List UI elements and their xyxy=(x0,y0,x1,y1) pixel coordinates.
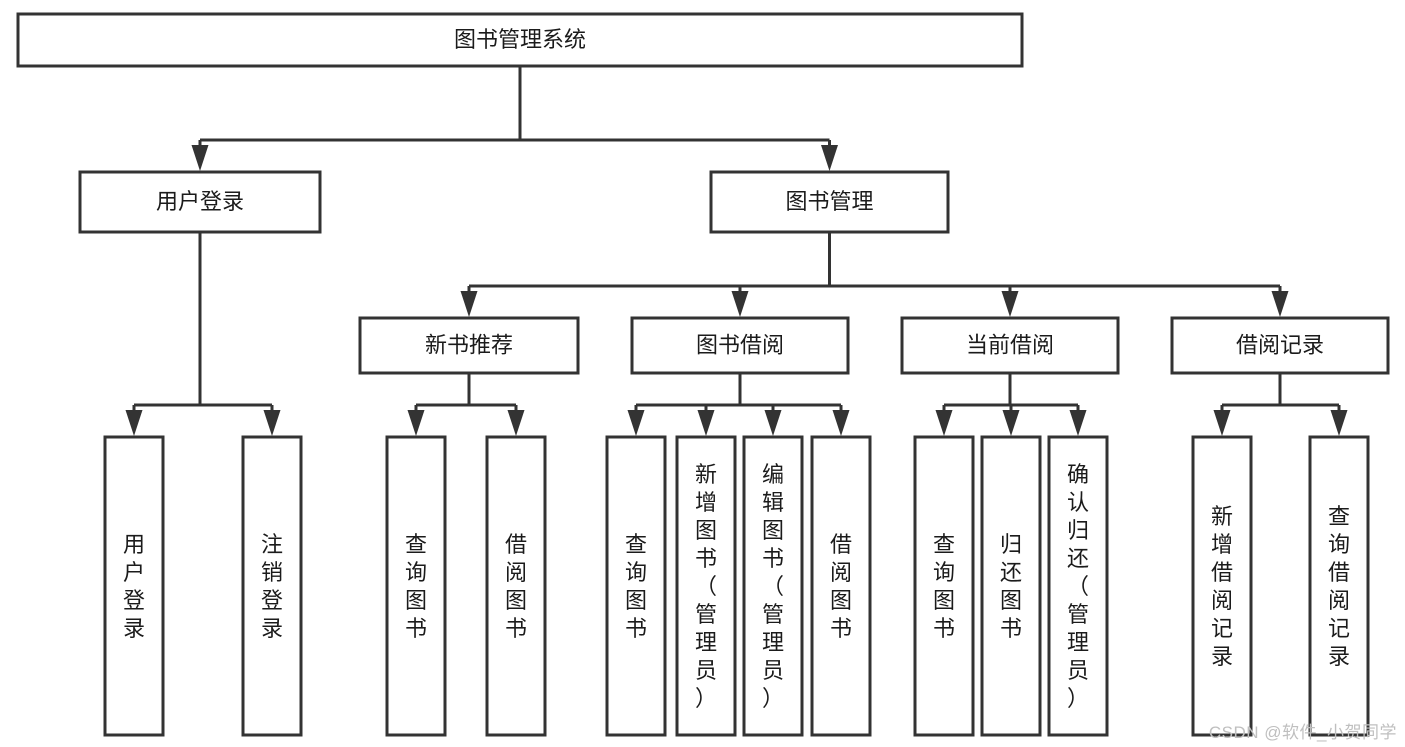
node-label: 借阅图书 xyxy=(830,532,852,641)
node-box[interactable] xyxy=(241,435,303,737)
arrow-head xyxy=(407,410,425,436)
node-label: 归还图书 xyxy=(1000,532,1022,641)
node-box[interactable] xyxy=(358,316,580,375)
node-box[interactable] xyxy=(675,435,737,737)
node-leaf-query-record[interactable]: 查询借阅记录 xyxy=(1308,435,1370,737)
node-leaf-query-book-1[interactable]: 查询图书 xyxy=(385,435,447,737)
node-box[interactable] xyxy=(630,316,850,375)
node-label: 图书管理系统 xyxy=(454,27,586,52)
node-leaf-confirm-return[interactable]: 确认归还（管理员） xyxy=(1047,435,1109,737)
arrow-head xyxy=(731,291,749,317)
node-leaf-user-logout[interactable]: 注销登录 xyxy=(241,435,303,737)
arrow-head xyxy=(697,410,715,436)
arrow-head xyxy=(935,410,953,436)
node-label: 用户登录 xyxy=(123,532,145,641)
node-leaf-query-book-3[interactable]: 查询图书 xyxy=(913,435,975,737)
node-label: 查询图书 xyxy=(625,532,647,641)
arrow-head xyxy=(1271,291,1289,317)
node-leaf-add-record[interactable]: 新增借阅记录 xyxy=(1191,435,1253,737)
node-label: 当前借阅 xyxy=(966,332,1054,357)
node-new-book-recommend[interactable]: 新书推荐 xyxy=(358,316,580,375)
node-label: 用户登录 xyxy=(156,189,244,214)
node-label: 注销登录 xyxy=(261,532,283,641)
node-box[interactable] xyxy=(980,435,1042,737)
node-label: 新增图书（管理员） xyxy=(695,462,717,711)
arrow-head xyxy=(764,410,782,436)
node-label: 查询图书 xyxy=(405,532,427,641)
node-box[interactable] xyxy=(16,12,1024,68)
connector-group xyxy=(460,232,1289,317)
node-label: 编辑图书（管理员） xyxy=(762,462,784,711)
node-box[interactable] xyxy=(78,170,322,234)
arrow-head xyxy=(125,410,143,436)
node-box[interactable] xyxy=(385,435,447,737)
node-label: 确认归还（管理员） xyxy=(1067,462,1089,711)
node-label: 图书借阅 xyxy=(696,332,784,357)
node-current-borrow[interactable]: 当前借阅 xyxy=(900,316,1120,375)
node-layer: 图书管理系统用户登录图书管理新书推荐图书借阅当前借阅借阅记录用户登录注销登录查询… xyxy=(16,12,1390,737)
node-box[interactable] xyxy=(742,435,804,737)
node-leaf-add-book[interactable]: 新增图书（管理员） xyxy=(675,435,737,737)
arrow-head xyxy=(507,410,525,436)
node-label: 图书管理 xyxy=(785,189,873,214)
connector-group xyxy=(935,373,1087,436)
arrow-head xyxy=(460,291,478,317)
node-box[interactable] xyxy=(1308,435,1370,737)
node-box[interactable] xyxy=(1191,435,1253,737)
connector-layer xyxy=(125,66,1348,436)
arrow-head xyxy=(627,410,645,436)
arrow-head xyxy=(1069,410,1087,436)
node-leaf-return-book[interactable]: 归还图书 xyxy=(980,435,1042,737)
node-book-manage[interactable]: 图书管理 xyxy=(709,170,950,234)
arrow-head xyxy=(1001,291,1019,317)
node-leaf-borrow-book-2[interactable]: 借阅图书 xyxy=(810,435,872,737)
connector-group xyxy=(191,66,838,171)
node-user-login[interactable]: 用户登录 xyxy=(78,170,322,234)
connector-group xyxy=(125,232,281,436)
node-label: 新增借阅记录 xyxy=(1211,504,1233,669)
node-box[interactable] xyxy=(103,435,165,737)
node-box[interactable] xyxy=(810,435,872,737)
node-leaf-query-book-2[interactable]: 查询图书 xyxy=(605,435,667,737)
node-book-borrow[interactable]: 图书借阅 xyxy=(630,316,850,375)
arrow-head xyxy=(263,410,281,436)
node-root[interactable]: 图书管理系统 xyxy=(16,12,1024,68)
node-box[interactable] xyxy=(913,435,975,737)
arrow-head xyxy=(832,410,850,436)
arrow-head xyxy=(191,145,209,171)
node-leaf-edit-book[interactable]: 编辑图书（管理员） xyxy=(742,435,804,737)
arrow-head xyxy=(1330,410,1348,436)
node-label: 借阅记录 xyxy=(1236,332,1324,357)
connector-group xyxy=(627,373,850,436)
connector-group xyxy=(407,373,525,436)
node-leaf-borrow-book-1[interactable]: 借阅图书 xyxy=(485,435,547,737)
node-box[interactable] xyxy=(1047,435,1109,737)
node-label: 新书推荐 xyxy=(425,332,513,357)
arrow-head xyxy=(1002,410,1020,436)
arrow-head xyxy=(821,145,838,171)
connector-group xyxy=(1213,373,1348,436)
node-label: 查询图书 xyxy=(933,532,955,641)
node-box[interactable] xyxy=(709,170,950,234)
node-box[interactable] xyxy=(605,435,667,737)
node-box[interactable] xyxy=(900,316,1120,375)
node-borrow-record[interactable]: 借阅记录 xyxy=(1170,316,1390,375)
node-box[interactable] xyxy=(485,435,547,737)
arrow-head xyxy=(1213,410,1231,436)
node-leaf-user-login[interactable]: 用户登录 xyxy=(103,435,165,737)
node-label: 借阅图书 xyxy=(505,532,527,641)
node-box[interactable] xyxy=(1170,316,1390,375)
node-label: 查询借阅记录 xyxy=(1328,504,1350,669)
